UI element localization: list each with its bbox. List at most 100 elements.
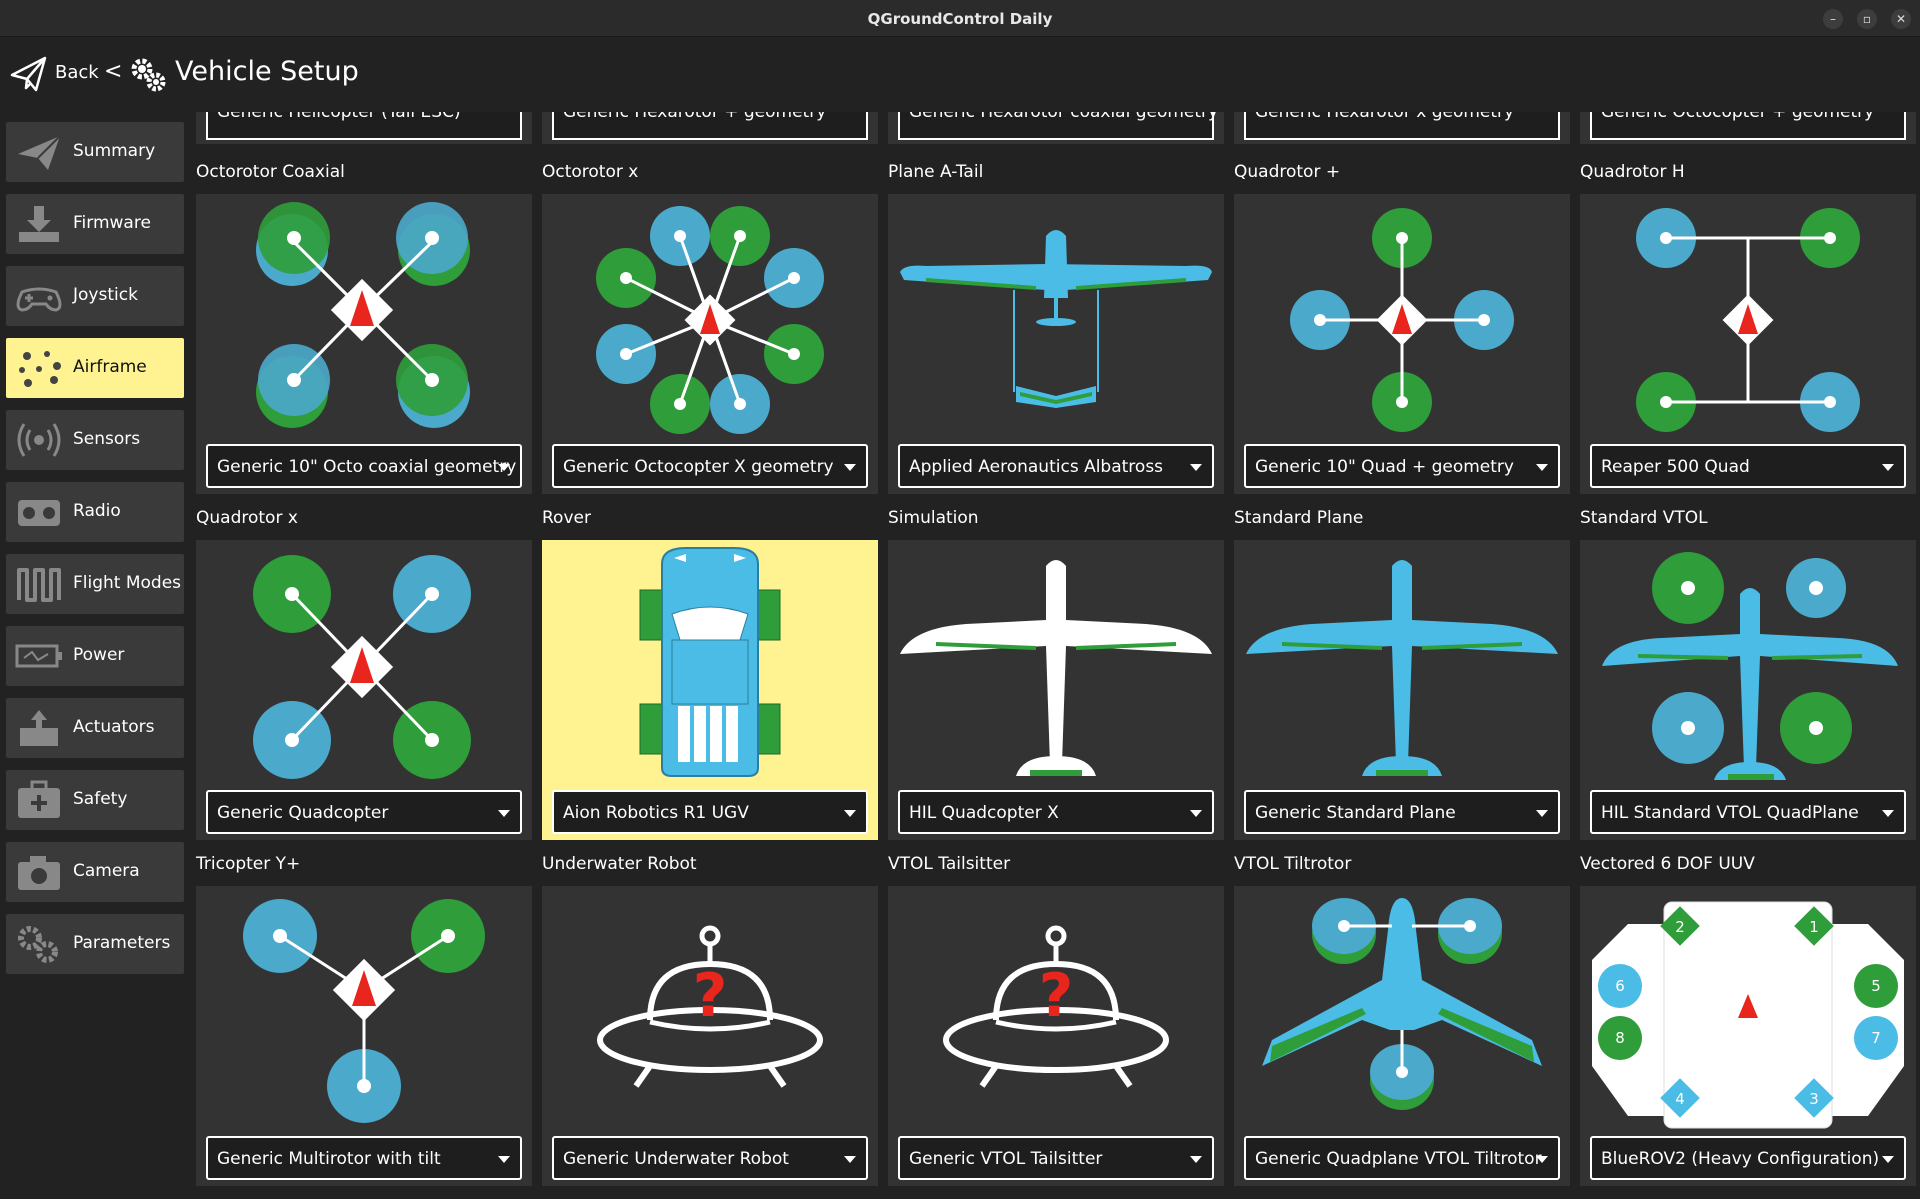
- airframe-tile[interactable]: Generic Multirotor with tilt: [196, 886, 532, 1186]
- airframe-dropdown[interactable]: Generic Octocopter + geometry: [1590, 112, 1906, 140]
- sidebar-item-safety[interactable]: Safety: [6, 770, 184, 830]
- sidebar-item-radio[interactable]: Radio: [6, 482, 184, 542]
- airframe-tile[interactable]: ? Generic VTOL Tailsitter: [888, 886, 1224, 1186]
- airframe-dropdown[interactable]: Generic Quadplane VTOL Tiltrotor: [1244, 1136, 1560, 1180]
- airframe-dropdown[interactable]: BlueROV2 (Heavy Configuration): [1590, 1136, 1906, 1180]
- unknown-vehicle-icon: ?: [943, 925, 1169, 1088]
- airframe-dropdown[interactable]: Generic Hexarotor x geometry: [1244, 112, 1560, 140]
- airframe-dropdown[interactable]: Generic Multirotor with tilt: [206, 1136, 522, 1180]
- airframe-dropdown[interactable]: Generic Helicopter (Tail ESC): [206, 112, 522, 140]
- airframe-category-label: Standard Plane: [1234, 508, 1364, 528]
- vtol-tiltrotor-diagram: [1262, 898, 1542, 1110]
- dropdown-value: Aion Robotics R1 UGV: [563, 803, 749, 823]
- unknown-vehicle-icon: ?: [597, 925, 823, 1088]
- chevron-down-icon: [844, 810, 856, 817]
- sidebar-item-label: Sensors: [73, 429, 141, 449]
- sidebar-item-flight-modes[interactable]: Flight Modes: [6, 554, 184, 614]
- airframe-tile[interactable]: HIL Quadcopter X: [888, 540, 1224, 840]
- airframe-grid: Generic Helicopter (Tail ESC) Generic He…: [190, 112, 1920, 1199]
- airframe-tile[interactable]: Generic 10" Quad + geometry: [1234, 194, 1570, 494]
- dropdown-value: Generic Hexarotor + geometry: [563, 112, 827, 122]
- sensors-icon: [17, 423, 61, 457]
- airframe-category-label: Standard VTOL: [1580, 508, 1708, 528]
- sidebar-item-airframe[interactable]: Airframe: [6, 338, 184, 398]
- chevron-down-icon: [498, 810, 510, 817]
- airframe-category-label: Quadrotor +: [1234, 162, 1341, 182]
- plane-a-tail-diagram: [900, 230, 1212, 408]
- airframe-dropdown[interactable]: Generic 10" Quad + geometry: [1244, 444, 1560, 488]
- airframe-tile[interactable]: Applied Aeronautics Albatross: [888, 194, 1224, 494]
- chevron-down-icon: [1536, 1156, 1548, 1163]
- airframe-dropdown[interactable]: Generic Hexarotor coaxial geometry: [898, 112, 1218, 140]
- sidebar-item-joystick[interactable]: Joystick: [6, 266, 184, 326]
- sidebar-item-firmware[interactable]: Firmware: [6, 194, 184, 254]
- dropdown-value: Generic Standard Plane: [1255, 803, 1456, 823]
- maximize-button[interactable]: ▫: [1857, 9, 1877, 29]
- back-button[interactable]: Back: [55, 62, 99, 83]
- thruster-label: 8: [1615, 1029, 1625, 1047]
- airframe-dropdown[interactable]: Generic Standard Plane: [1244, 790, 1560, 834]
- airframe-tile[interactable]: Generic Standard Plane: [1234, 540, 1570, 840]
- sidebar-item-power[interactable]: Power: [6, 626, 184, 686]
- minimize-button[interactable]: –: [1823, 9, 1843, 29]
- dropdown-value: Generic Helicopter (Tail ESC): [217, 112, 461, 122]
- airframe-dropdown[interactable]: Generic Hexarotor + geometry: [552, 112, 868, 140]
- paper-plane-icon[interactable]: [10, 55, 48, 93]
- airframe-tile[interactable]: Generic Quadcopter: [196, 540, 532, 840]
- airframe-tile[interactable]: 1 2 3 4 5 6 7 8 BlueROV2 (Heavy Configur…: [1580, 886, 1916, 1186]
- airframe-dropdown[interactable]: Generic Underwater Robot: [552, 1136, 868, 1180]
- airframe-icon: [19, 351, 61, 387]
- airframe-tile[interactable]: Reaper 500 Quad: [1580, 194, 1916, 494]
- quad-x-diagram: [253, 555, 471, 779]
- airframe-tile[interactable]: Aion Robotics R1 UGV: [542, 540, 878, 840]
- airframe-dropdown[interactable]: Generic Quadcopter: [206, 790, 522, 834]
- airframe-dropdown[interactable]: Generic 10" Octo coaxial geometry: [206, 444, 522, 488]
- chevron-down-icon: [1190, 1156, 1202, 1163]
- battery-icon: [15, 644, 62, 668]
- simulation-plane-diagram: [900, 560, 1212, 776]
- airframe-category-label: Tricopter Y+: [196, 854, 301, 874]
- sidebar-item-camera[interactable]: Camera: [6, 842, 184, 902]
- airframe-category-label: Plane A-Tail: [888, 162, 984, 182]
- airframe-dropdown[interactable]: Generic Octocopter X geometry: [552, 444, 868, 488]
- airframe-category-label: Simulation: [888, 508, 979, 528]
- chevron-down-icon: [1882, 810, 1894, 817]
- airframe-tile[interactable]: HIL Standard VTOL QuadPlane: [1580, 540, 1916, 840]
- octo-x-diagram: [596, 206, 824, 434]
- chevron-down-icon: [1536, 464, 1548, 471]
- sidebar-item-parameters[interactable]: Parameters: [6, 914, 184, 974]
- airframe-tile[interactable]: Generic 10" Octo coaxial geometry: [196, 194, 532, 494]
- sidebar-item-label: Joystick: [73, 285, 138, 305]
- dropdown-value: HIL Quadcopter X: [909, 803, 1059, 823]
- airframe-tile[interactable]: ? Generic Underwater Robot: [542, 886, 878, 1186]
- dropdown-value: Generic Hexarotor coaxial geometry: [909, 112, 1219, 122]
- sidebar-item-label: Camera: [73, 861, 140, 881]
- sidebar-item-label: Power: [73, 645, 125, 665]
- airframe-dropdown[interactable]: HIL Standard VTOL QuadPlane: [1590, 790, 1906, 834]
- dropdown-value: Generic Underwater Robot: [563, 1149, 789, 1169]
- actuators-icon: [20, 710, 58, 746]
- airframe-tile[interactable]: Generic Octocopter X geometry: [542, 194, 878, 494]
- quad-h-diagram: [1636, 208, 1860, 432]
- dropdown-value: Generic Quadplane VTOL Tiltrotor: [1255, 1149, 1542, 1169]
- bluerov-diagram: 1 2 3 4 5 6 7 8: [1592, 901, 1904, 1129]
- dropdown-value: Generic Quadcopter: [217, 803, 389, 823]
- airframe-dropdown[interactable]: Applied Aeronautics Albatross: [898, 444, 1214, 488]
- chevron-down-icon: [844, 1156, 856, 1163]
- sidebar-item-actuators[interactable]: Actuators: [6, 698, 184, 758]
- airframe-dropdown[interactable]: Aion Robotics R1 UGV: [552, 790, 868, 834]
- airframe-dropdown[interactable]: Generic VTOL Tailsitter: [898, 1136, 1214, 1180]
- airframe-category-label: VTOL Tailsitter: [888, 854, 1011, 874]
- camera-icon: [18, 856, 60, 890]
- close-button[interactable]: ✕: [1891, 9, 1911, 29]
- sidebar-item-sensors[interactable]: Sensors: [6, 410, 184, 470]
- sidebar-item-label: Summary: [73, 141, 156, 161]
- thruster-label: 6: [1615, 977, 1625, 995]
- airframe-tile[interactable]: Generic Quadplane VTOL Tiltrotor: [1234, 886, 1570, 1186]
- airframe-dropdown[interactable]: HIL Quadcopter X: [898, 790, 1214, 834]
- dropdown-value: Generic Hexarotor x geometry: [1255, 112, 1515, 122]
- sidebar-item-label: Actuators: [73, 717, 155, 737]
- sidebar-item-summary[interactable]: Summary: [6, 122, 184, 182]
- airframe-dropdown[interactable]: Reaper 500 Quad: [1590, 444, 1906, 488]
- breadcrumb-separator: <: [104, 59, 123, 84]
